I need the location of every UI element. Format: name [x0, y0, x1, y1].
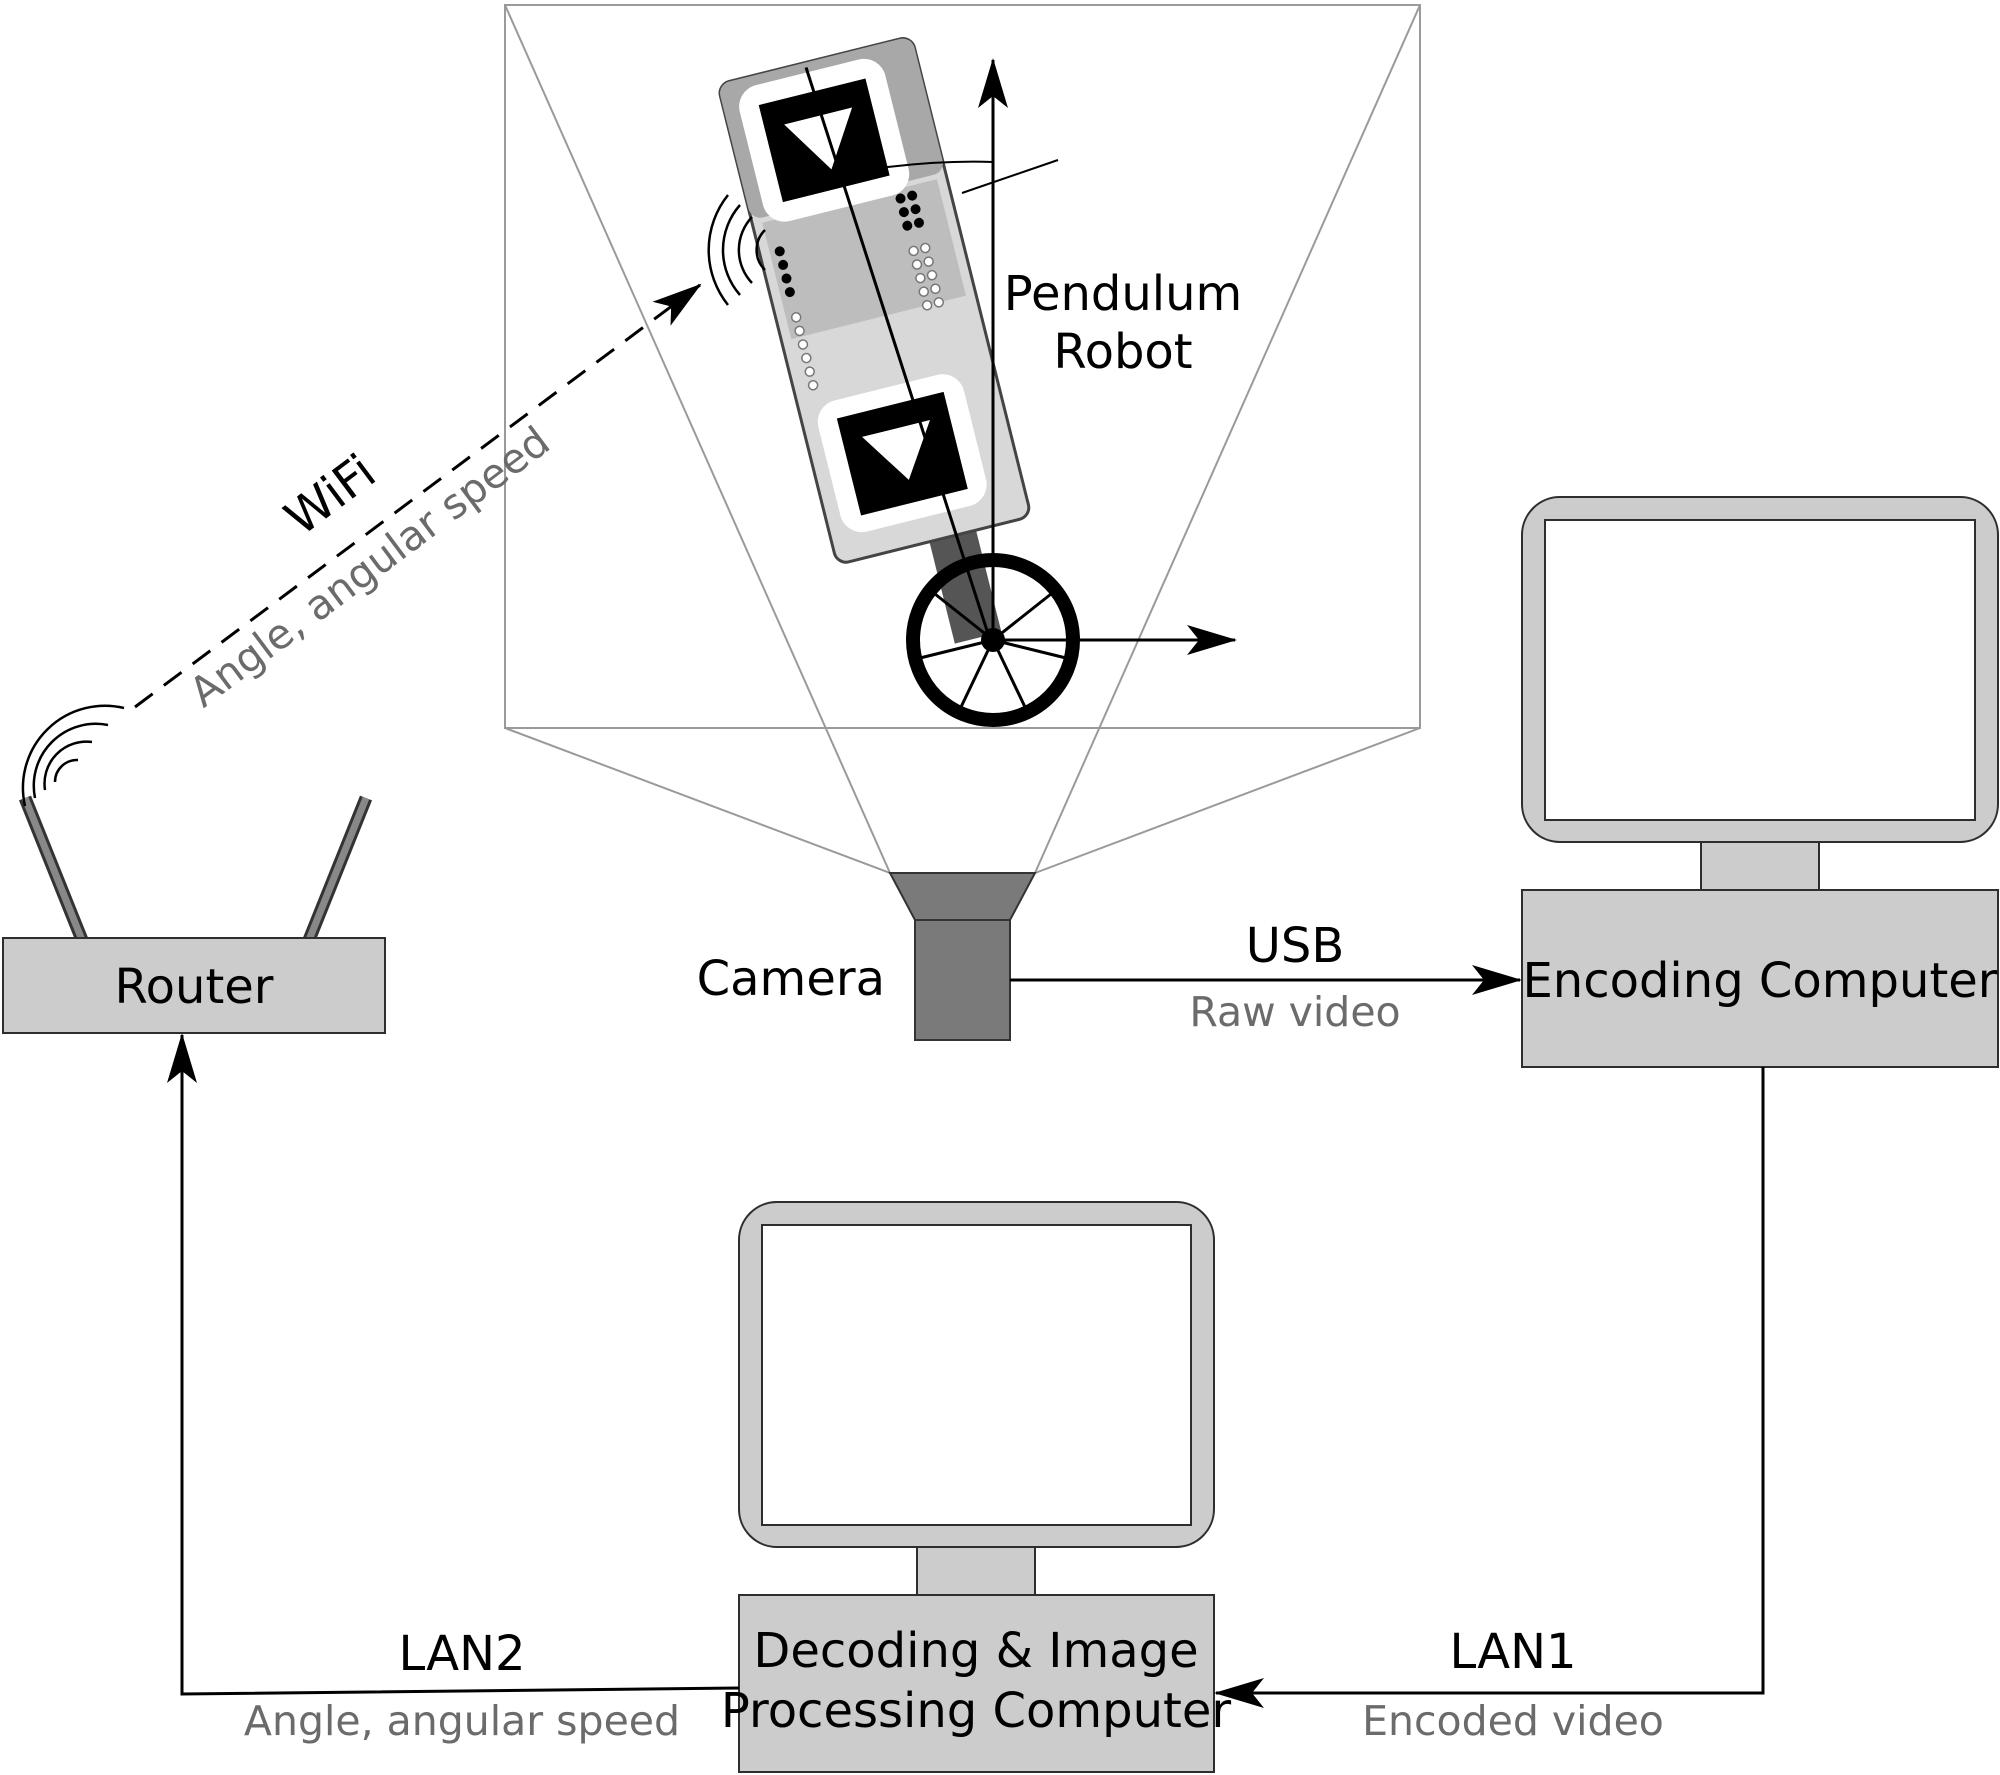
- decoding-computer: [738, 1201, 1215, 1773]
- decoding-computer-label-line2: Processing Computer: [721, 1683, 1231, 1739]
- decoding-computer-label: Decoding & Image: [753, 1623, 1198, 1679]
- wifi-sublabel: Angle, angular speed: [181, 417, 559, 717]
- router: [2, 795, 386, 1034]
- pendulum-robot-label: Pendulum: [1004, 266, 1243, 322]
- pendulum-robot-label-line2: Robot: [1053, 324, 1192, 380]
- camera-view-frustum: [504, 4, 1421, 874]
- router-wifi-waves: [21, 704, 125, 807]
- usb-label: USB: [1246, 918, 1345, 974]
- encoding-computer: [1521, 496, 1999, 1068]
- lan1-link: [1214, 1067, 1765, 1708]
- wifi-link: [134, 283, 702, 709]
- pendulum-robot-illustration: [707, 37, 1237, 727]
- usb-sublabel: Raw video: [1189, 988, 1400, 1036]
- encoding-computer-label: Encoding Computer: [1522, 953, 1997, 1009]
- camera-label: Camera: [697, 951, 885, 1007]
- camera: [888, 872, 1037, 1041]
- lan2-label: LAN2: [398, 1626, 525, 1682]
- lan1-sublabel: Encoded video: [1362, 1697, 1664, 1745]
- router-label: Router: [114, 959, 273, 1015]
- lan1-label: LAN1: [1449, 1624, 1576, 1680]
- lan2-link: [167, 1033, 740, 1696]
- lan2-sublabel: Angle, angular speed: [244, 1697, 680, 1745]
